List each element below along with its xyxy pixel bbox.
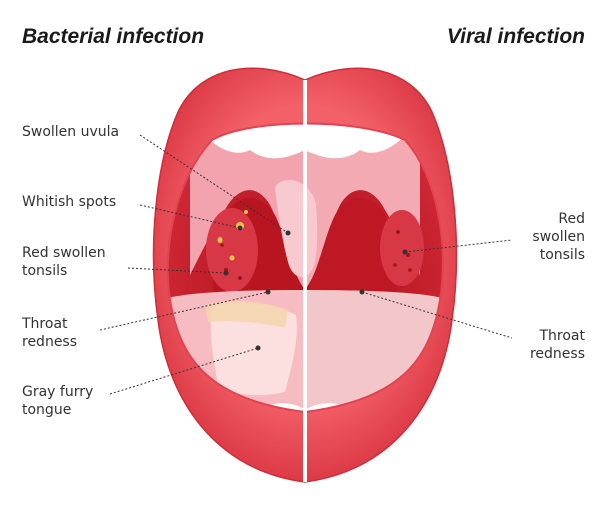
heading-viral-infection: Viral infection bbox=[447, 26, 585, 47]
label-red-swollen-tonsils-right: Red swollen tonsils bbox=[532, 210, 585, 264]
label-line: Red swollen bbox=[22, 244, 106, 262]
label-throat-redness-left: Throat redness bbox=[22, 315, 77, 351]
label-line: redness bbox=[530, 345, 585, 363]
label-throat-redness-right: Throat redness bbox=[530, 327, 585, 363]
label-line: Whitish spots bbox=[22, 193, 116, 211]
label-line: Gray furry bbox=[22, 383, 93, 401]
heading-bacterial-infection: Bacterial infection bbox=[22, 26, 204, 47]
label-red-swollen-tonsils-left: Red swollen tonsils bbox=[22, 244, 106, 280]
label-whitish-spots: Whitish spots bbox=[22, 193, 116, 211]
label-line: tonsils bbox=[22, 262, 106, 280]
label-swollen-uvula: Swollen uvula bbox=[22, 123, 119, 141]
label-line: swollen bbox=[532, 228, 585, 246]
label-gray-furry-tongue: Gray furry tongue bbox=[22, 383, 93, 419]
label-line: Throat bbox=[530, 327, 585, 345]
right-tonsil bbox=[380, 210, 424, 286]
label-line: redness bbox=[22, 333, 77, 351]
left-tonsil bbox=[206, 208, 258, 292]
label-line: Red bbox=[532, 210, 585, 228]
label-line: Throat bbox=[22, 315, 77, 333]
label-line: tonsils bbox=[532, 246, 585, 264]
label-line: tongue bbox=[22, 401, 93, 419]
label-line: Swollen uvula bbox=[22, 123, 119, 141]
